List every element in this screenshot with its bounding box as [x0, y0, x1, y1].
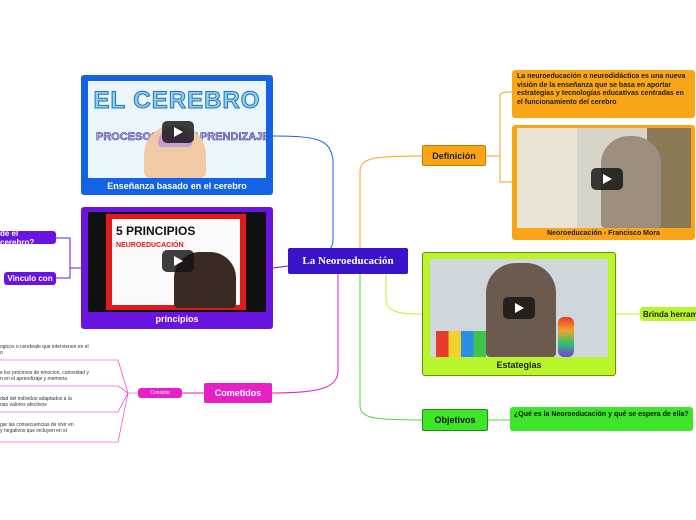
- link-princ-sub2: [56, 268, 71, 279]
- play-icon[interactable]: [503, 297, 535, 319]
- cometidos-node[interactable]: Cometidos: [204, 383, 272, 403]
- cometidos-note-3: dad del individuo adaptados a la nas val…: [0, 396, 72, 408]
- brain-caption: Enseñanza basado en el cerebro: [107, 181, 247, 191]
- cometidos-note-1: ogicos o cerebrale que intervienen en el…: [0, 344, 89, 356]
- link-definicion: [359, 155, 423, 248]
- cometidos-note-4: gar las consecuencias de vivir en y nega…: [0, 422, 74, 434]
- principles-caption: principios: [155, 314, 199, 324]
- brain-video-thumbnail[interactable]: EL CEREBRO PROCESOS APRENDIZAJE: [88, 81, 266, 178]
- play-icon[interactable]: [591, 168, 623, 190]
- central-topic[interactable]: La Neoroeducación: [288, 248, 408, 274]
- link-principles: [272, 265, 289, 269]
- definicion-video-caption: Neoroeducación - Francisco Mora: [547, 230, 660, 237]
- play-icon[interactable]: [162, 121, 194, 143]
- cometidos-note-2: e los procesos de emocion, curiosidad y …: [0, 370, 89, 382]
- cometidos-sub-node[interactable]: Consiste: [138, 388, 182, 398]
- stacking-toy-icon: [558, 317, 574, 357]
- brain-subtitle-right: APRENDIZAJE: [192, 131, 266, 144]
- principles-subnode-1[interactable]: de el cerebro?: [0, 229, 56, 247]
- cube-icon: [436, 331, 486, 357]
- estrategias-side-node[interactable]: Brinda herram: [640, 307, 696, 321]
- estrategias-video-thumbnail[interactable]: [430, 259, 608, 357]
- link-brain: [272, 135, 334, 262]
- definicion-video-thumbnail[interactable]: [517, 128, 691, 228]
- link-def-text: [486, 91, 513, 157]
- play-icon[interactable]: [162, 250, 194, 272]
- brain-title: EL CEREBRO: [93, 87, 261, 115]
- principles-subtitle: NEUROEDUCACIÓN: [116, 242, 184, 249]
- objetivos-question: ¿Qué es la Neoroeducación y qué se esper…: [510, 407, 693, 431]
- principles-video-card[interactable]: 5 PRINCIPIOS NEUROEDUCACIÓN principios: [81, 207, 273, 329]
- link-princ-sub1: [56, 237, 81, 269]
- link-cometidos: [271, 274, 339, 394]
- principles-title: 5 PRINCIPIOS: [116, 224, 196, 238]
- definicion-video-card[interactable]: Neoroeducación - Francisco Mora: [512, 125, 695, 240]
- brain-video-card[interactable]: EL CEREBRO PROCESOS APRENDIZAJE Enseñanz…: [81, 75, 273, 195]
- estrategias-video-card[interactable]: Estategias: [422, 252, 616, 376]
- link-objetivos: [359, 274, 423, 421]
- link-estrategias: [385, 274, 423, 315]
- principles-subnode-2[interactable]: Vinculo con: [4, 272, 56, 285]
- definicion-node[interactable]: Definición: [422, 145, 486, 166]
- brain-subtitle-left: PROCESOS: [96, 131, 159, 144]
- link-def-video: [499, 156, 512, 183]
- principles-video-thumbnail[interactable]: 5 PRINCIPIOS NEUROEDUCACIÓN: [88, 212, 266, 312]
- objetivos-node[interactable]: Objetivos: [422, 409, 488, 431]
- estrategias-caption: Estategias: [496, 360, 542, 370]
- definicion-text: La neuroeducación o neurodidáctica es un…: [512, 70, 695, 118]
